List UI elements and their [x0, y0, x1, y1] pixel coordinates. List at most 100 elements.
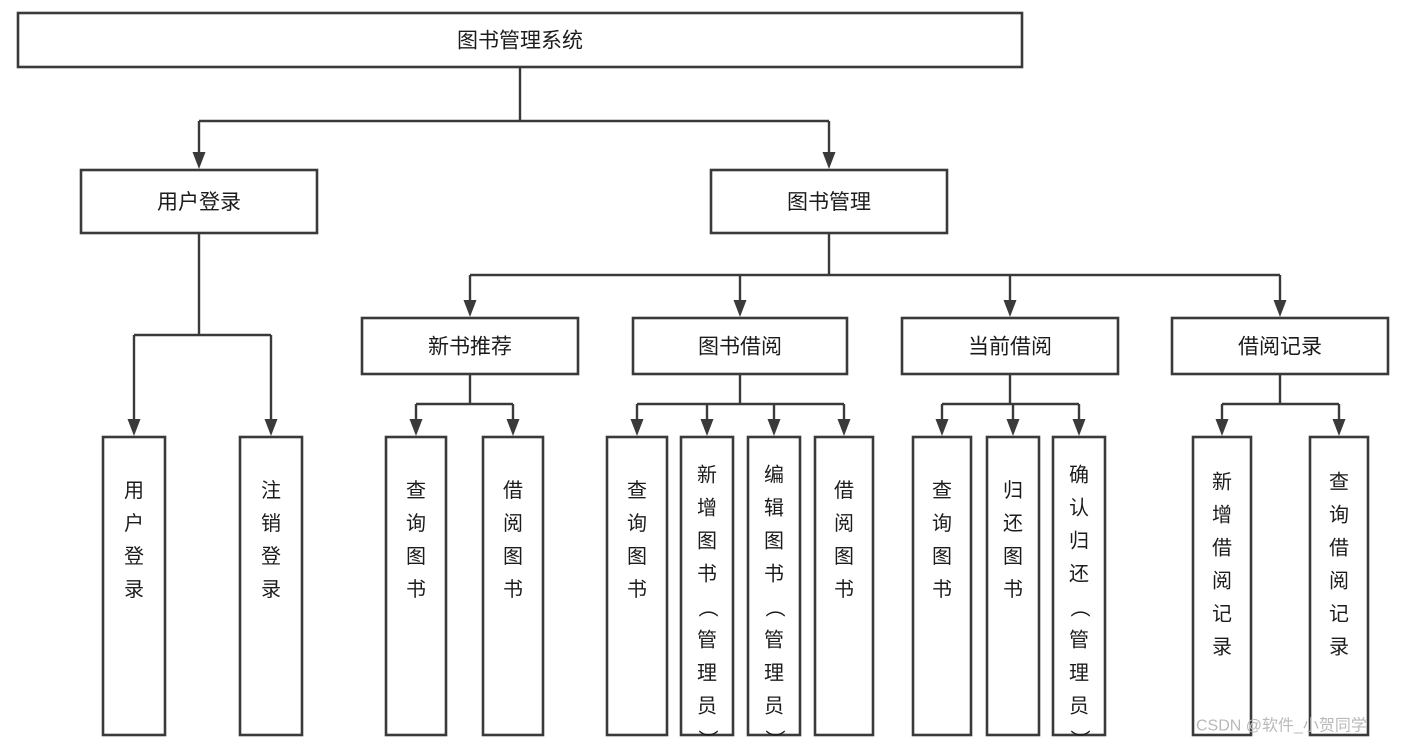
- node-box-leaf_11[interactable]: [1191, 435, 1253, 737]
- node-box-leaf_1[interactable]: [238, 435, 304, 737]
- node-label-char: 确: [1069, 464, 1089, 487]
- node-label-char: 录: [1329, 637, 1349, 659]
- csdn-watermark: CSDN @软件_小贺同学: [1196, 717, 1367, 735]
- node-label-char: 书: [764, 563, 784, 586]
- node-box-leaf_9[interactable]: [985, 435, 1041, 737]
- node-label-char: 借: [1329, 537, 1349, 560]
- node-label-char: 录: [261, 579, 281, 601]
- node-leaf_1[interactable]: 注销登录注销登录: [238, 435, 304, 737]
- node-label-char: 员: [1069, 696, 1089, 718]
- node-label-char: 增: [1212, 504, 1232, 527]
- arrowhead-leaf_2: [409, 419, 423, 436]
- node-box-l2_2[interactable]: [900, 316, 1120, 376]
- node-label-char: 图: [627, 546, 647, 568]
- node-label-char: 注: [261, 479, 281, 502]
- node-l1_0[interactable]: 用户登录: [79, 168, 319, 235]
- node-label-char: 查: [406, 479, 426, 502]
- node-label-char: ）: [696, 730, 719, 747]
- node-label-char: 归: [1003, 479, 1023, 502]
- node-label-char: 图: [834, 546, 854, 568]
- node-l2_0[interactable]: 新书推荐: [360, 316, 580, 376]
- node-label-char: 图: [697, 531, 717, 553]
- node-box-l2_3[interactable]: [1170, 316, 1390, 376]
- arrowhead-leaf_12: [1332, 419, 1346, 436]
- arrowhead-l1_1: [822, 152, 836, 169]
- node-label-root: 图书管理系统: [457, 30, 583, 53]
- node-label-char: 登: [124, 545, 144, 568]
- node-label-char: ）: [1068, 730, 1091, 747]
- node-label-char: 书: [406, 578, 426, 601]
- node-label-char: 借: [834, 479, 854, 502]
- node-l2_1[interactable]: 图书借阅: [631, 316, 849, 376]
- node-label-char: 还: [1003, 512, 1023, 535]
- arrowhead-l2_3: [1273, 300, 1287, 317]
- arrowhead-l2_2: [1003, 300, 1017, 317]
- node-label-l2_3: 借阅记录: [1238, 336, 1322, 359]
- node-label-char: 查: [932, 479, 952, 502]
- node-l2_3[interactable]: 借阅记录: [1170, 316, 1390, 376]
- node-box-leaf_5[interactable]: [679, 435, 735, 737]
- node-label-char: 书: [834, 578, 854, 601]
- node-box-leaf_7[interactable]: [813, 435, 875, 737]
- node-label-char: 编: [764, 464, 784, 487]
- node-label-l2_2: 当前借阅: [968, 336, 1052, 359]
- node-leaf_7[interactable]: 借阅图书借阅图书: [813, 435, 875, 737]
- node-box-leaf_6[interactable]: [746, 435, 802, 737]
- node-label-char: 图: [406, 546, 426, 568]
- node-box-leaf_3[interactable]: [481, 435, 545, 737]
- node-box-leaf_2[interactable]: [384, 435, 448, 737]
- arrowhead-leaf_6: [767, 419, 781, 436]
- node-leaf_4[interactable]: 查询图书查询图书: [605, 435, 669, 737]
- node-label-char: 理: [1069, 663, 1089, 685]
- node-box-l2_1[interactable]: [631, 316, 849, 376]
- node-label-char: ）: [763, 730, 786, 747]
- node-label-char: 销: [261, 512, 281, 535]
- node-leaf_12[interactable]: 查询借阅记录查询借阅记录: [1308, 435, 1370, 737]
- arrowhead-leaf_3: [506, 419, 520, 436]
- arrowhead-leaf_1: [264, 419, 278, 436]
- node-leaf_3[interactable]: 借阅图书借阅图书: [481, 435, 545, 737]
- node-box-l1_0[interactable]: [79, 168, 319, 235]
- node-label-char: 书: [932, 578, 952, 601]
- node-label-l1_0: 用户登录: [157, 191, 241, 214]
- node-leaf_8[interactable]: 查询图书查询图书: [911, 435, 973, 737]
- node-label-char: 员: [764, 696, 784, 718]
- node-box-leaf_10[interactable]: [1051, 435, 1107, 737]
- node-label-char: 询: [627, 512, 647, 535]
- node-leaf_2[interactable]: 查询图书查询图书: [384, 435, 448, 737]
- arrowhead-leaf_4: [630, 419, 644, 436]
- node-label-char: 阅: [1329, 570, 1349, 593]
- node-box-root[interactable]: [16, 11, 1024, 69]
- node-box-leaf_4[interactable]: [605, 435, 669, 737]
- node-label-char: 管: [1069, 629, 1089, 652]
- node-label-char: 图: [1003, 546, 1023, 568]
- node-label-char: 阅: [1212, 570, 1232, 593]
- node-leaf_11[interactable]: 新增借阅记录新增借阅记录: [1191, 435, 1253, 737]
- node-leaf_0[interactable]: 用户登录用户登录: [101, 435, 167, 737]
- arrowhead-l2_0: [463, 300, 477, 317]
- node-label-char: 理: [697, 663, 717, 685]
- node-label-char: 书: [1003, 578, 1023, 601]
- node-label-char: 户: [124, 512, 144, 535]
- node-label-char: （: [1068, 598, 1091, 618]
- node-box-l2_0[interactable]: [360, 316, 580, 376]
- node-l1_1[interactable]: 图书管理: [709, 168, 949, 235]
- node-box-leaf_8[interactable]: [911, 435, 973, 737]
- node-label-char: 阅: [503, 512, 523, 535]
- node-leaf_9[interactable]: 归还图书归还图书: [985, 435, 1041, 737]
- node-label-char: 登: [261, 545, 281, 568]
- node-label-char: 借: [1212, 537, 1232, 560]
- node-box-l1_1[interactable]: [709, 168, 949, 235]
- node-root[interactable]: 图书管理系统: [16, 11, 1024, 69]
- node-box-leaf_0[interactable]: [101, 435, 167, 737]
- node-label-l2_1: 图书借阅: [698, 336, 782, 359]
- node-box-leaf_12[interactable]: [1308, 435, 1370, 737]
- arrowhead-leaf_5: [700, 419, 714, 436]
- arrowhead-l1_0: [192, 152, 206, 169]
- node-l2_2[interactable]: 当前借阅: [900, 316, 1120, 376]
- node-label-char: 记: [1329, 603, 1349, 626]
- arrowhead-leaf_9: [1006, 419, 1020, 436]
